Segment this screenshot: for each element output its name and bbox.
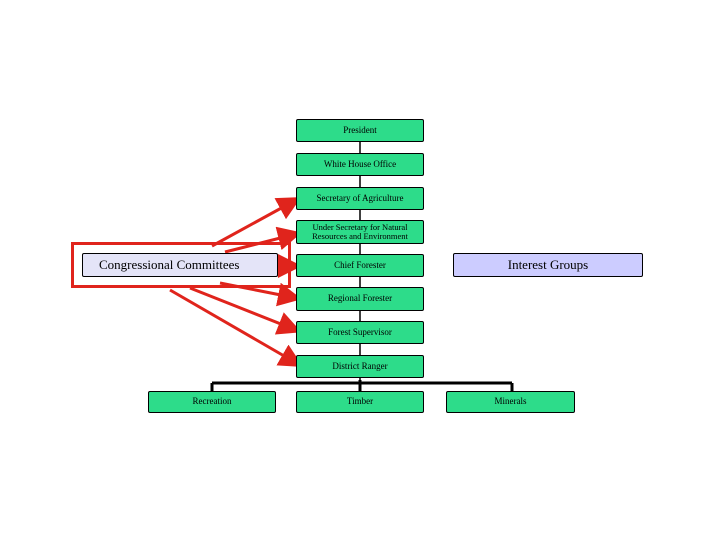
secretary-agriculture-label: Secretary of Agriculture: [316, 192, 404, 203]
district-ranger-box: District Ranger: [296, 355, 424, 378]
regional-forester-box: Regional Forester: [296, 287, 424, 311]
congressional-committees-frame: [71, 242, 291, 288]
district-ranger-label: District Ranger: [332, 360, 388, 371]
arrow-to-secretary-agriculture: [211, 197, 302, 248]
recreation-box: Recreation: [148, 391, 276, 413]
minerals-label: Minerals: [494, 396, 527, 407]
under-secretary-label: Under Secretary for Natural Resources an…: [312, 222, 408, 241]
arrow-to-forest-supervisor: [189, 286, 302, 335]
timber-label: Timber: [346, 396, 374, 407]
congressional-committees-label: Congressional Committees: [99, 257, 240, 273]
recreation-label: Recreation: [192, 396, 232, 407]
president-box: President: [296, 119, 424, 142]
secretary-agriculture-box: Secretary of Agriculture: [296, 187, 424, 210]
minerals-box: Minerals: [446, 391, 575, 413]
timber-box: Timber: [296, 391, 424, 413]
chief-forester-box: Chief Forester: [296, 254, 424, 277]
forest-supervisor-box: Forest Supervisor: [296, 321, 424, 344]
white-house-office-label: White House Office: [323, 158, 397, 169]
regional-forester-label: Regional Forester: [327, 293, 393, 304]
congressional-committees-box: Congressional Committees: [82, 253, 278, 277]
interest-groups-label: Interest Groups: [507, 257, 589, 273]
forest-supervisor-label: Forest Supervisor: [328, 326, 392, 337]
arrow-to-district-ranger: [169, 288, 304, 368]
interest-groups-box: Interest Groups: [453, 253, 643, 277]
president-label: President: [343, 124, 377, 135]
under-secretary-box: Under Secretary for Natural Resources an…: [296, 220, 424, 244]
chief-forester-label: Chief Forester: [334, 259, 386, 270]
white-house-office-box: White House Office: [296, 153, 424, 176]
